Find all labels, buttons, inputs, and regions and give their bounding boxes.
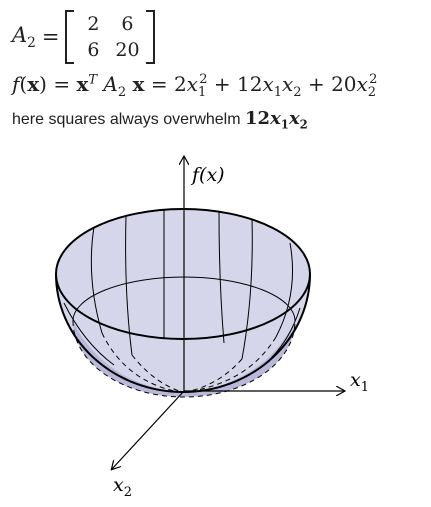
meridian-line: [125, 214, 133, 356]
matrix-right-bracket: [146, 10, 156, 64]
front-meridian: [63, 302, 115, 366]
meridian-line: [241, 218, 253, 360]
matrix-cell: 6: [87, 39, 100, 61]
x2-axis: [112, 390, 185, 469]
paraboloid-figure: f(x) x1 x2: [14, 133, 399, 503]
hidden-level-curve: [72, 320, 296, 398]
meridian-line: [90, 226, 103, 334]
quadratic-form-equation: f(x) = xT A2 x = 2x12 + 12x1x2 + 20x22: [12, 72, 378, 100]
matrix-definition: A2 = 2 6 6 20: [12, 8, 156, 66]
matrix-cell: 2: [87, 13, 100, 35]
x1-axis-label: x1: [350, 369, 369, 395]
caption: here squares always overwhelm 12x1x2: [12, 108, 308, 132]
matrix-cell: 6: [121, 13, 134, 35]
x2-axis-label: x2: [113, 474, 132, 500]
caption-math: 12x1x2: [245, 108, 308, 132]
meridian-line: [218, 211, 225, 344]
matrix-equals: =: [41, 25, 60, 49]
hidden-meridian: [191, 336, 277, 392]
hidden-meridian: [101, 332, 175, 392]
matrix-left-bracket: [65, 10, 75, 64]
meridian-line: [275, 242, 294, 338]
z-axis-label: f(x): [190, 164, 225, 186]
paraboloid-svg: f(x) x1 x2: [54, 133, 369, 500]
matrix-grid: 2 6 6 20: [76, 11, 144, 63]
hidden-meridian: [131, 354, 183, 393]
bowl-inner-surface: [56, 209, 310, 392]
caption-text: here squares always overwhelm: [12, 111, 241, 128]
matrix-cell: 20: [115, 39, 140, 61]
matrix-name: A2: [12, 22, 36, 52]
bowl-outer-lower: [73, 321, 295, 397]
